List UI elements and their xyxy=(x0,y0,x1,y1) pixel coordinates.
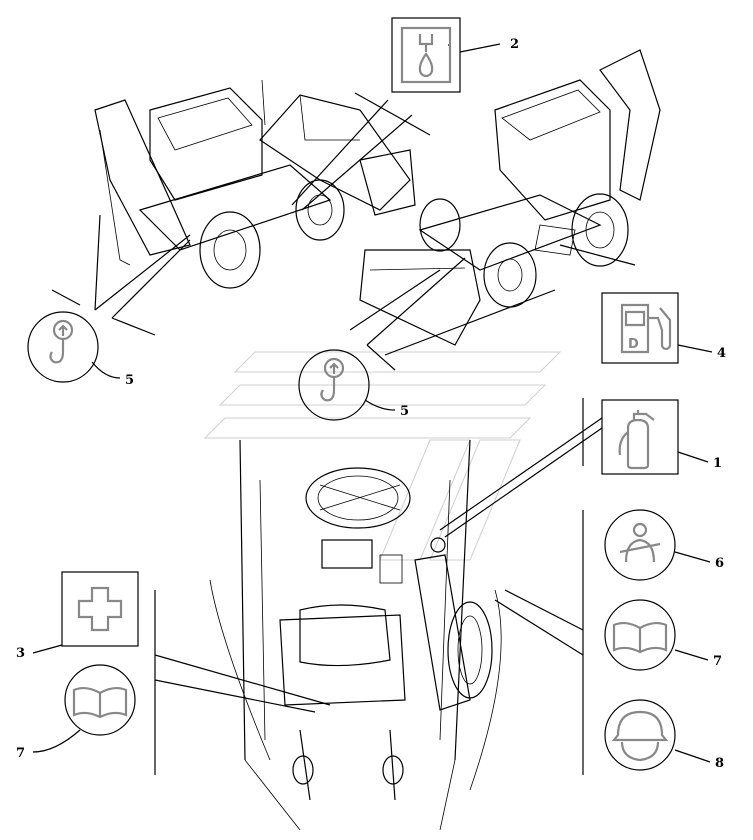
watermark xyxy=(203,351,562,561)
callout-label-5b: 5 xyxy=(400,404,409,419)
decal-seat-belt: 6 xyxy=(604,509,724,581)
callout-label-7a: 7 xyxy=(16,746,25,761)
decal-lifting-hook-right: 5 xyxy=(298,349,409,421)
decal-first-aid: 3 xyxy=(16,571,139,661)
decal-operator-manual-left: 7 xyxy=(16,664,136,761)
callout-label-4: 4 xyxy=(717,346,726,361)
decal-lifting-hook-left: 5 xyxy=(27,311,134,388)
callout-label-3: 3 xyxy=(16,646,25,661)
bracket-lines xyxy=(154,398,584,775)
callout-label-7b: 7 xyxy=(713,654,722,669)
diesel-letter: D xyxy=(628,337,639,352)
callout-label-8: 8 xyxy=(715,756,724,771)
cab-interior xyxy=(209,439,502,831)
decal-fuel-diesel: D 4 xyxy=(601,292,726,364)
callout-label-1: 1 xyxy=(713,456,722,471)
decal-hydraulic-oil: 2 xyxy=(391,17,519,93)
callout-label-2: 2 xyxy=(510,37,519,52)
decal-fire-extinguisher: 1 xyxy=(601,399,722,475)
decal-operator-manual-right: 7 xyxy=(604,599,722,671)
backhoe-loader-front-view xyxy=(359,49,661,346)
leader-lines xyxy=(51,44,636,713)
backhoe-loader-rear-view xyxy=(94,79,416,289)
callout-label-6: 6 xyxy=(715,556,724,571)
decal-hard-hat: 8 xyxy=(604,699,724,771)
callout-label-5a: 5 xyxy=(125,373,134,388)
